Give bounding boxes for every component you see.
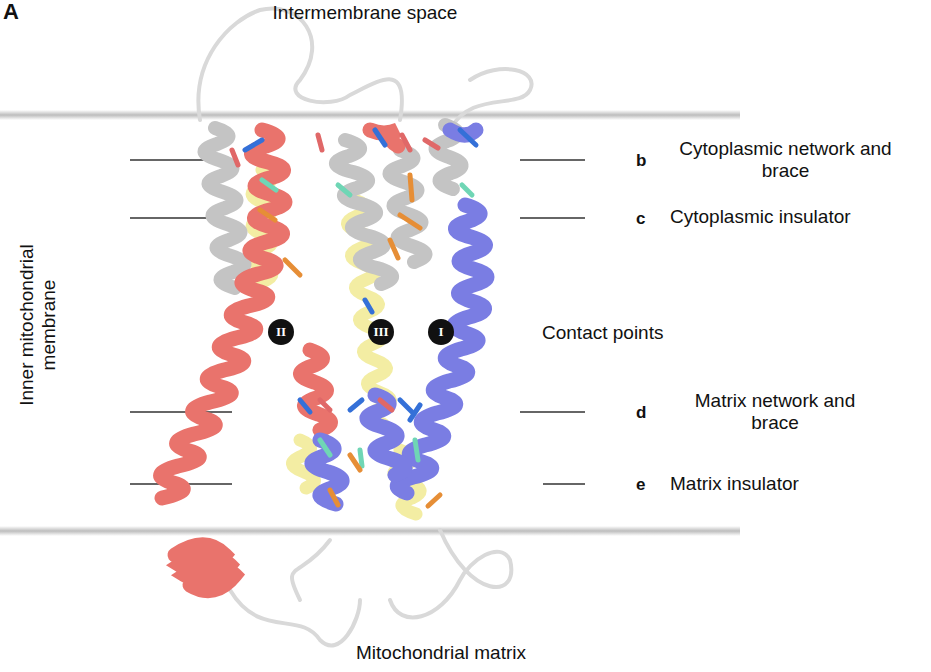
contact-label: Contact points: [542, 322, 712, 344]
callout-letter: e: [636, 474, 658, 496]
contact-point-marker: I: [428, 319, 454, 345]
callout-letter: d: [636, 402, 658, 424]
side-chain-sticks: [232, 130, 476, 506]
helix: [161, 130, 398, 591]
membrane-boundary: [0, 526, 740, 536]
membrane-boundary: [0, 110, 740, 120]
insulator-label: Matrix insulator: [670, 473, 870, 495]
network-label: Cytoplasmic network and brace: [668, 138, 903, 182]
network-label: Matrix network and brace: [690, 390, 860, 434]
insulator-label: Cytoplasmic insulator: [670, 206, 910, 228]
helix: [204, 125, 461, 288]
callout-letter: b: [636, 150, 658, 172]
panel-letter: A: [3, 1, 33, 23]
helix: [312, 130, 487, 504]
contact-point-marker: III: [368, 319, 394, 345]
roman-numeral: I: [438, 324, 443, 340]
region-label: Intermembrane space: [200, 2, 530, 24]
region-label: Inner mitochondrial membrane: [16, 210, 60, 440]
callout-letter: c: [636, 208, 658, 230]
contact-point-marker: II: [268, 319, 294, 345]
roman-numeral: III: [373, 324, 388, 340]
roman-numeral: II: [276, 324, 286, 340]
region-label: Mitochondrial matrix: [290, 642, 592, 664]
